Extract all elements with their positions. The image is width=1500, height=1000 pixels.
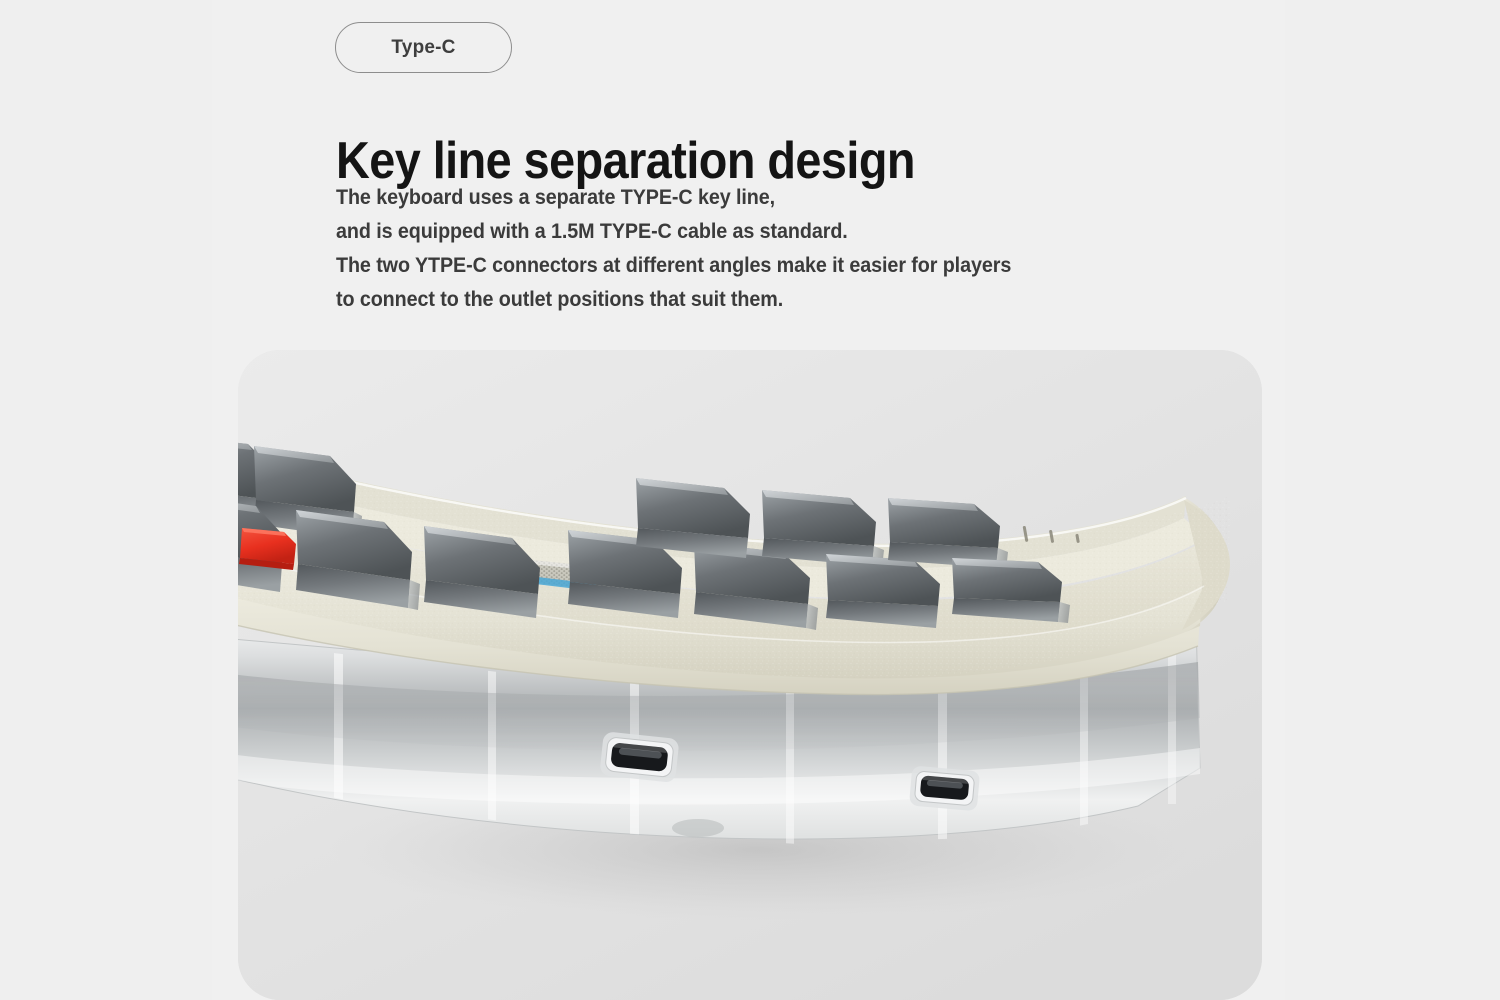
keycap-group-back-left xyxy=(238,436,362,540)
description-line-4: to connect to the outlet positions that … xyxy=(336,288,784,311)
keycap-red-accent xyxy=(239,528,296,570)
keycap-group-middle xyxy=(568,530,818,630)
description-block: The keyboard uses a separate TYPE-C key … xyxy=(336,181,1156,317)
keycap xyxy=(296,510,420,610)
indicator-slots xyxy=(1022,525,1080,543)
keycap-group-back-right xyxy=(636,478,884,568)
usb-c-port-left xyxy=(600,732,679,782)
product-image-card xyxy=(238,350,1262,1000)
keycap xyxy=(952,558,1070,623)
description-line-1: The keyboard uses a separate TYPE-C key … xyxy=(336,186,776,209)
type-c-badge[interactable]: Type-C xyxy=(335,22,512,73)
usb-c-port-right xyxy=(909,766,980,811)
keyboard-product-illustration xyxy=(238,350,1262,1000)
base-foot xyxy=(672,819,724,837)
keycap xyxy=(826,554,940,628)
keycap xyxy=(636,478,750,558)
keycap-group-right xyxy=(826,498,1070,628)
type-c-badge-label: Type-C xyxy=(391,36,456,58)
keycap xyxy=(424,526,540,618)
description-line-3: The two YTPE-C connectors at different a… xyxy=(336,254,1012,277)
description-line-2: and is equipped with a 1.5M TYPE-C cable… xyxy=(336,220,848,243)
page-title: Key line separation design xyxy=(336,131,915,190)
